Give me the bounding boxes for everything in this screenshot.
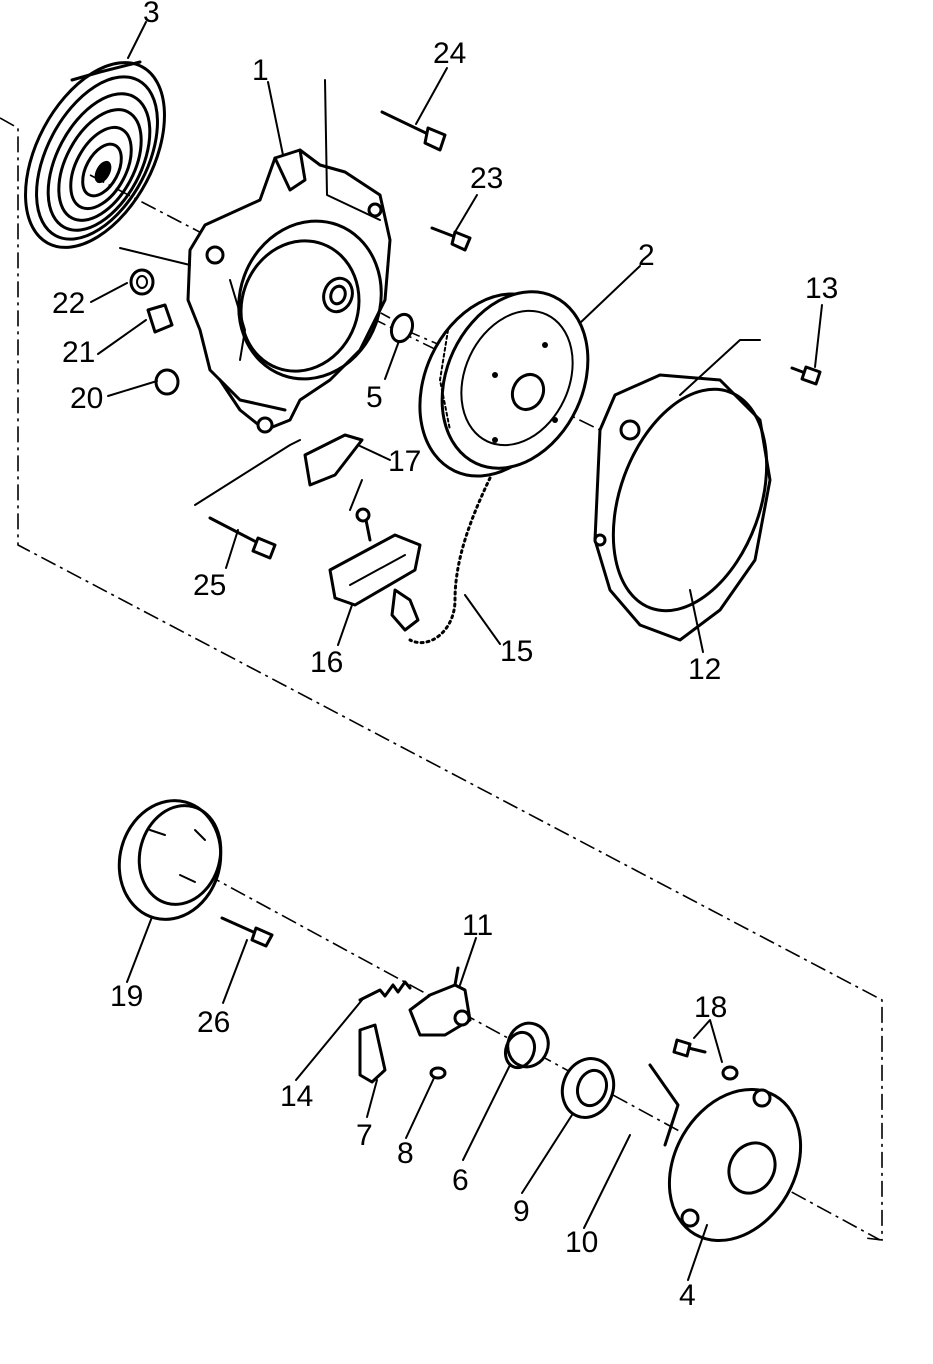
- bolt-26: [220, 916, 274, 948]
- part-number-21: 21: [62, 336, 95, 369]
- part-number-3: 3: [143, 0, 160, 29]
- mounting-plate-4: [667, 1088, 803, 1242]
- part-number-9: 9: [513, 1195, 530, 1228]
- bolt-23: [430, 226, 472, 252]
- bolt-25: [208, 516, 277, 560]
- part-number-19: 19: [110, 980, 143, 1013]
- part-number-24: 24: [433, 37, 466, 70]
- brake-assembly-11: [408, 966, 472, 1037]
- part-number-20: 20: [70, 382, 103, 415]
- bolt-18: [672, 1038, 739, 1081]
- starter-handle: [328, 507, 422, 632]
- bolt-24: [380, 110, 447, 152]
- rope-guide: [303, 433, 364, 487]
- nut-20: [154, 368, 180, 396]
- washer-22: [129, 268, 155, 296]
- leader-lines: [90, 21, 823, 1281]
- part-number-6: 6: [452, 1164, 469, 1197]
- part-number-1: 1: [252, 54, 269, 87]
- part-number-18: 18: [694, 991, 727, 1024]
- return-spring-10: [648, 1063, 680, 1147]
- pawl-7: [358, 1023, 387, 1084]
- part-number-8: 8: [397, 1137, 414, 1170]
- part-number-16: 16: [310, 646, 343, 679]
- part-number-labels: 1 2 3 4 5 6 7 8 9 10 11 12 13 14 15 16 1…: [52, 0, 838, 1312]
- recoil-spring: [24, 60, 166, 249]
- brake-spring-6: [503, 1021, 550, 1070]
- part-number-22: 22: [52, 287, 85, 320]
- part-number-2: 2: [638, 239, 655, 272]
- part-number-13: 13: [805, 272, 838, 305]
- bushing-5: [389, 312, 415, 344]
- part-number-7: 7: [356, 1119, 373, 1152]
- part-number-14: 14: [280, 1080, 313, 1113]
- rope-pulley: [418, 290, 590, 478]
- part-number-25: 25: [193, 569, 226, 602]
- starter-housing: [186, 148, 392, 434]
- part-number-12: 12: [688, 653, 721, 686]
- part-number-15: 15: [500, 635, 533, 668]
- starter-cover: [593, 373, 772, 642]
- drive-cup: [117, 799, 223, 921]
- part-number-26: 26: [197, 1006, 230, 1039]
- part-number-10: 10: [565, 1226, 598, 1259]
- starter-rope: [408, 476, 492, 645]
- bolt-13: [790, 365, 822, 386]
- bushing-21: [146, 303, 174, 334]
- part-number-17: 17: [388, 445, 421, 478]
- pin-8: [429, 1066, 447, 1080]
- part-number-4: 4: [679, 1279, 696, 1312]
- spring-14: [358, 980, 412, 1002]
- part-number-23: 23: [470, 162, 503, 195]
- part-number-11: 11: [462, 909, 493, 942]
- friction-plate-9: [560, 1057, 616, 1119]
- part-number-5: 5: [366, 381, 383, 414]
